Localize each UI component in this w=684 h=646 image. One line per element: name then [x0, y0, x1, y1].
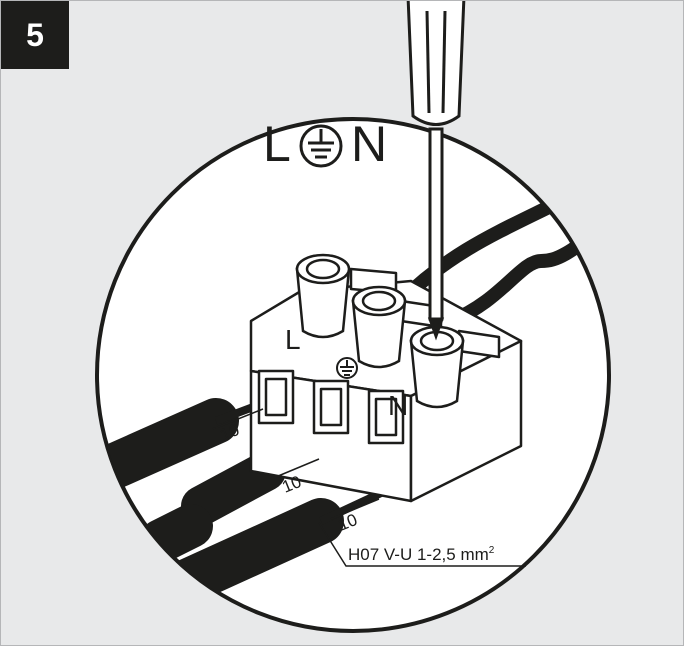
screw-tower-live: [295, 253, 351, 339]
screwdriver: [406, 1, 466, 341]
step-number-badge: 5: [1, 1, 69, 69]
cable-earth: [181, 451, 286, 526]
screw-tower-earth: [351, 285, 407, 369]
cable-spec-label: H07 V-U 1-2,5 mm2: [348, 545, 495, 564]
terminal-label-neutral: N: [388, 390, 408, 421]
conductor-neutral: [319, 489, 383, 525]
earth-symbol-large: [299, 124, 343, 168]
cable-spec-leader: [318, 522, 526, 567]
symbol-neutral: N: [351, 116, 387, 172]
terminal-label-live: L: [285, 324, 301, 355]
ground-icon: [336, 357, 358, 379]
screw-tower-neutral: [409, 325, 465, 409]
symbol-live: L: [263, 116, 291, 172]
cable-earth-back: [139, 504, 213, 563]
